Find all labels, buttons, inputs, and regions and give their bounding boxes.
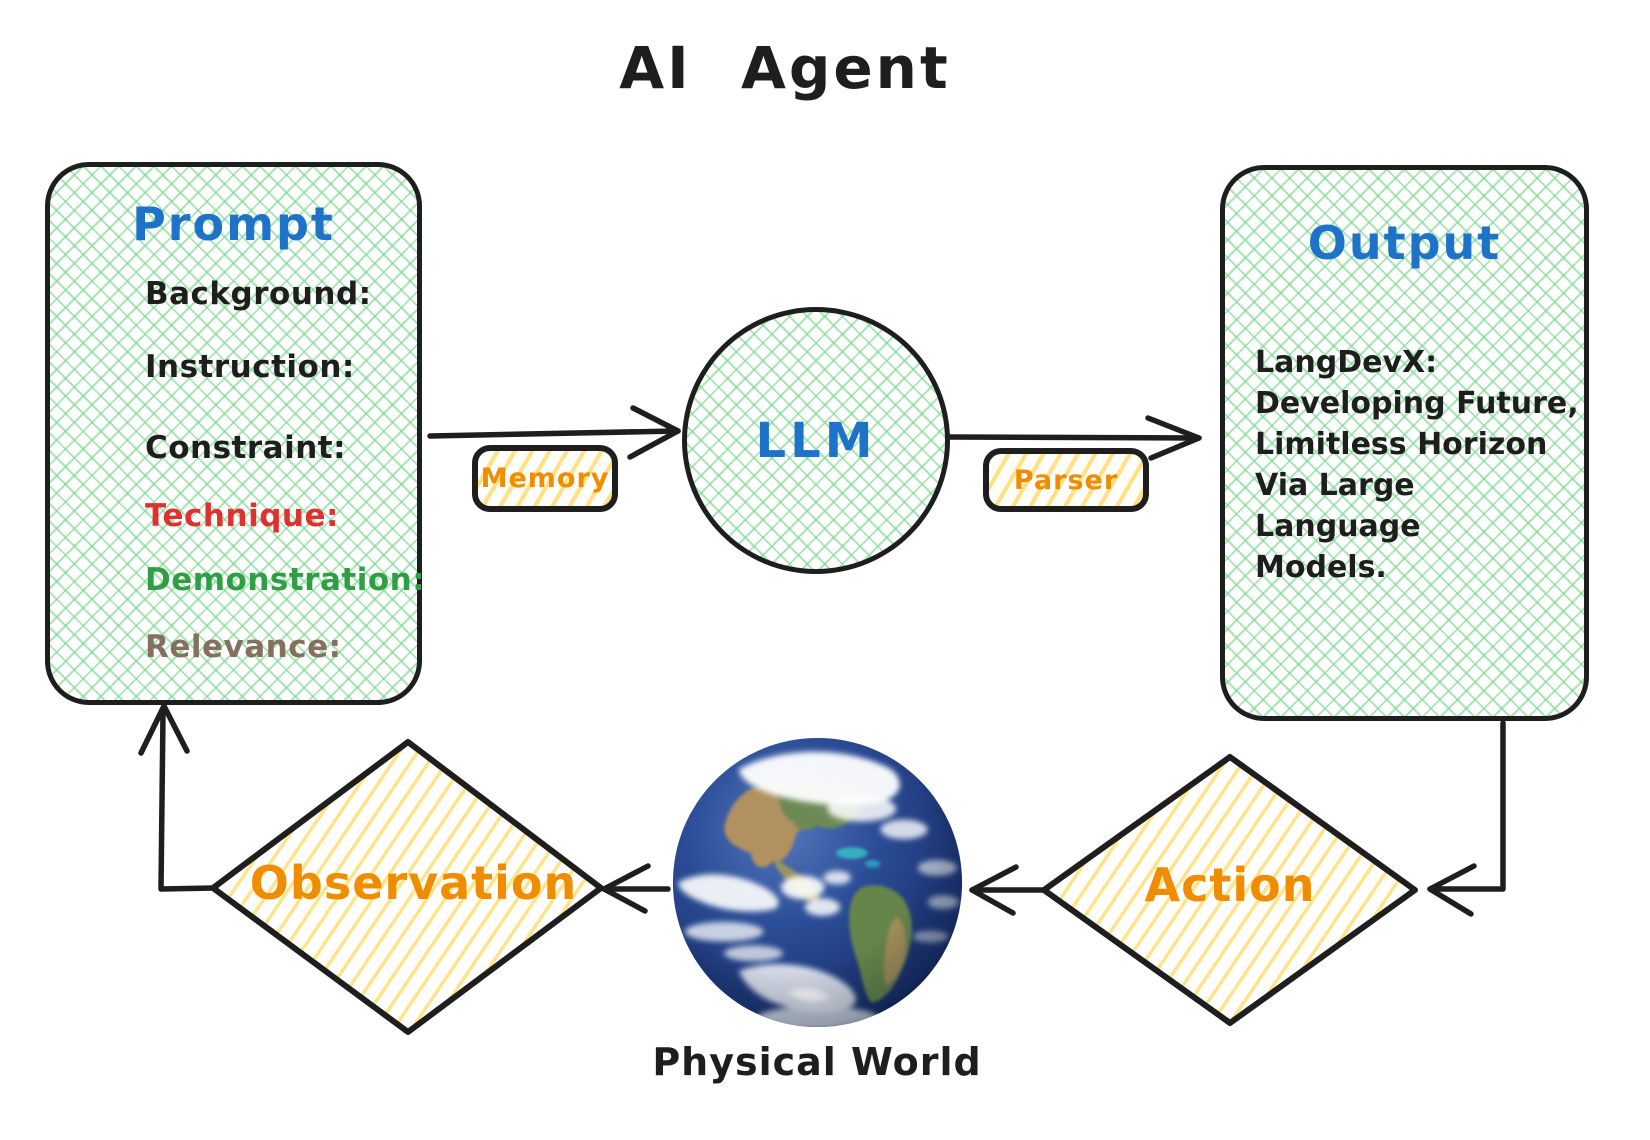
- prompt-item-demonstration: Demonstration:: [145, 562, 426, 598]
- earth-illustration: [672, 737, 963, 1028]
- diagram-title: AI Agent: [619, 34, 951, 102]
- output-box: Output LangDevX: Developing Future, Limi…: [1220, 165, 1589, 721]
- output-body-line: Via Large Language: [1255, 468, 1421, 544]
- arrow-llm-to-output: [947, 415, 1202, 461]
- llm-circle: LLM: [682, 307, 950, 574]
- prompt-item-instruction: Instruction:: [145, 349, 355, 385]
- output-body-line: Limitless Horizon: [1255, 427, 1548, 462]
- observation-label: Observation: [249, 856, 578, 910]
- output-title: Output: [1307, 216, 1502, 270]
- prompt-title: Prompt: [132, 197, 335, 251]
- action-label: Action: [1144, 858, 1316, 912]
- prompt-item-background: Background:: [145, 276, 372, 312]
- llm-label: LLM: [755, 412, 877, 469]
- parser-tag: Parser: [983, 448, 1149, 512]
- arrow-prompt-to-llm: [427, 405, 681, 460]
- prompt-box: Prompt Background: Instruction: Constrai…: [45, 162, 426, 705]
- arrow-world-to-observation: [601, 863, 671, 914]
- output-body-line: LangDevX:: [1255, 345, 1438, 380]
- prompt-item-technique: Technique:: [145, 498, 339, 534]
- physical-world-label: Physical World: [652, 1040, 982, 1084]
- output-body-line: Developing Future,: [1255, 386, 1579, 421]
- output-body-line: Models.: [1255, 550, 1387, 585]
- arrow-action-to-world: [969, 864, 1049, 916]
- memory-tag: Memory: [472, 445, 618, 512]
- arrow-observation-to-prompt: [138, 703, 217, 892]
- output-body: LangDevX: Developing Future, Limitless H…: [1255, 342, 1584, 588]
- action-diamond: [1041, 754, 1418, 1026]
- arrow-output-to-action: [1427, 720, 1506, 917]
- prompt-item-constraint: Constraint:: [145, 430, 347, 466]
- observation-diamond: [210, 739, 604, 1035]
- earth-globe: [672, 737, 963, 1028]
- prompt-item-relevance: Relevance:: [145, 629, 342, 665]
